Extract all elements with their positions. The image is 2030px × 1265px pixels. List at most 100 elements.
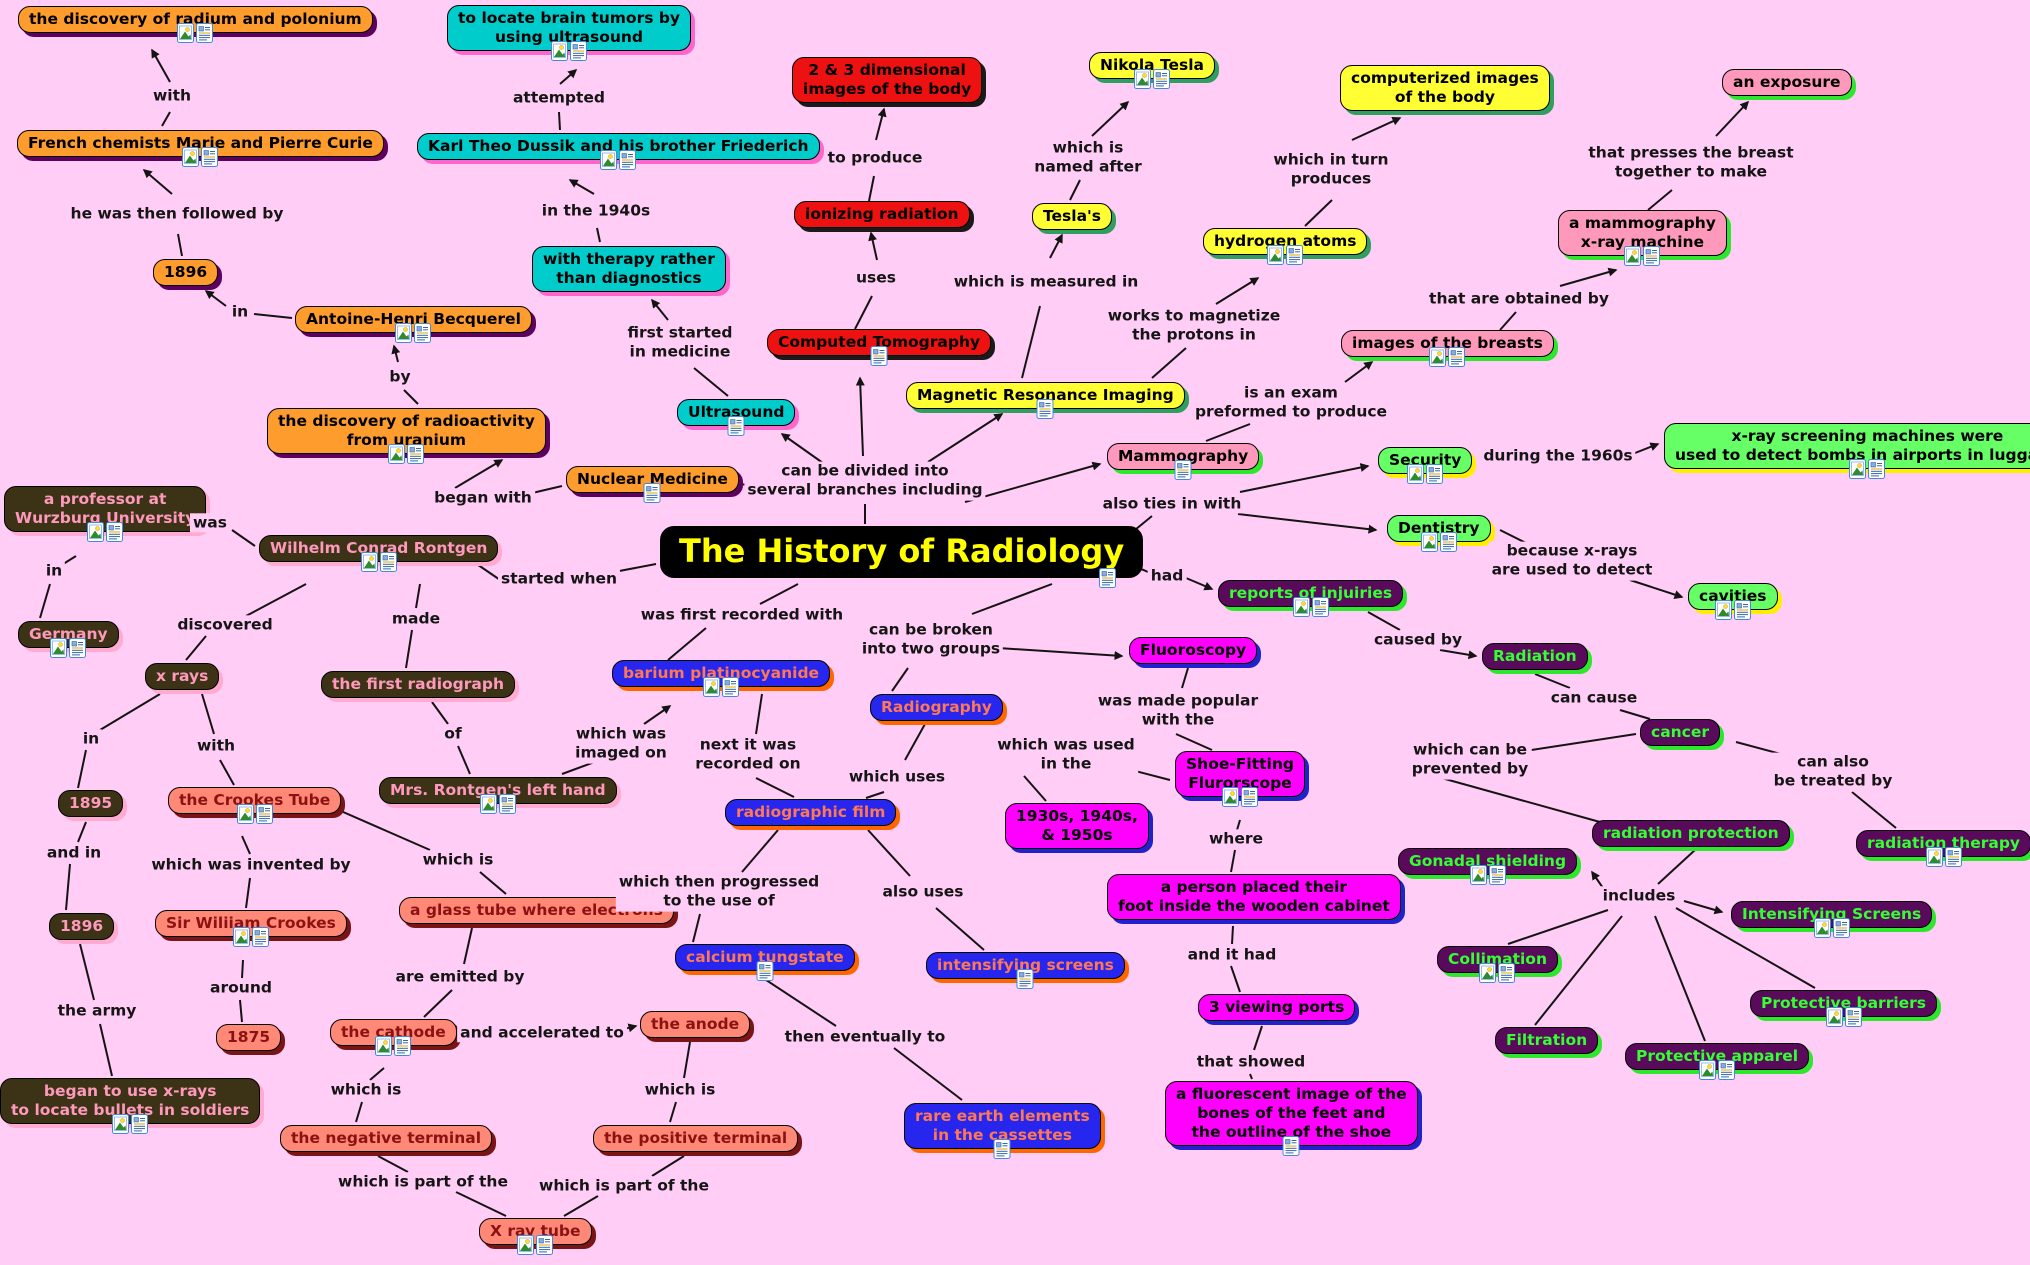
concept-node-dentistry[interactable]: Dentistry xyxy=(1387,515,1491,552)
image-resource-icon[interactable] xyxy=(232,926,250,947)
text-resource-icon[interactable] xyxy=(536,1234,554,1255)
image-resource-icon[interactable] xyxy=(1699,1059,1717,1080)
link-phrase[interactable]: in the 1940s xyxy=(538,201,654,221)
link-phrase[interactable]: caused by xyxy=(1370,630,1466,650)
text-resource-icon[interactable] xyxy=(414,322,432,343)
concept-node-xraytube[interactable]: X ray tube xyxy=(479,1218,592,1255)
concept-node-ionizing[interactable]: ionizing radiation xyxy=(794,201,970,228)
image-resource-icon[interactable] xyxy=(1469,864,1487,885)
concept-node-mammography[interactable]: Mammography xyxy=(1107,443,1260,480)
link-phrase[interactable]: with xyxy=(149,86,195,106)
concept-node-radium[interactable]: the discovery of radium and polonium xyxy=(18,6,373,43)
concept-node-y1896top[interactable]: 1896 xyxy=(153,259,219,286)
text-resource-icon[interactable] xyxy=(1868,458,1886,479)
link-phrase[interactable]: had xyxy=(1147,566,1187,586)
text-resource-icon[interactable] xyxy=(106,521,124,542)
concept-node-curie[interactable]: French chemists Marie and Pierre Curie xyxy=(17,130,384,167)
image-resource-icon[interactable] xyxy=(1714,599,1732,620)
concept-node-radfilm[interactable]: radiographic film xyxy=(725,799,897,826)
concept-node-filtration[interactable]: Filtration xyxy=(1495,1027,1599,1054)
text-resource-icon[interactable] xyxy=(1488,864,1506,885)
image-resource-icon[interactable] xyxy=(112,1113,130,1134)
concept-node-becquerel[interactable]: Antoine-Henri Becquerel xyxy=(295,306,532,343)
image-resource-icon[interactable] xyxy=(1479,962,1497,983)
link-phrase[interactable]: during the 1960s xyxy=(1480,446,1636,466)
text-resource-icon[interactable] xyxy=(1733,599,1751,620)
concept-node-titlenode[interactable]: The History of Radiology xyxy=(660,526,1144,588)
link-phrase[interactable]: attempted xyxy=(509,88,609,108)
concept-node-rontgen[interactable]: Wilhelm Conrad Rontgen xyxy=(259,535,499,572)
image-resource-icon[interactable] xyxy=(360,551,378,572)
text-resource-icon[interactable] xyxy=(756,960,774,981)
text-resource-icon[interactable] xyxy=(1439,531,1457,552)
concept-node-nuclearmed[interactable]: Nuclear Medicine xyxy=(566,466,739,503)
image-resource-icon[interactable] xyxy=(1292,596,1310,617)
concept-node-cavities[interactable]: cavities xyxy=(1688,583,1778,620)
concept-node-calcium[interactable]: calcium tungstate xyxy=(675,944,855,981)
text-resource-icon[interactable] xyxy=(498,793,516,814)
concept-node-intscreensblue[interactable]: intensifying screens xyxy=(926,952,1125,989)
text-resource-icon[interactable] xyxy=(570,40,588,61)
concept-node-radtherapy[interactable]: radiation therapy xyxy=(1856,830,2030,867)
image-resource-icon[interactable] xyxy=(703,676,721,697)
concept-node-radiation[interactable]: Radiation xyxy=(1482,643,1588,670)
concept-node-injuries[interactable]: reports of injuiries xyxy=(1218,580,1404,617)
concept-node-cancer[interactable]: cancer xyxy=(1640,719,1721,746)
concept-node-xrays[interactable]: x rays xyxy=(145,663,220,690)
image-resource-icon[interactable] xyxy=(1925,846,1943,867)
text-resource-icon[interactable] xyxy=(1240,786,1258,807)
link-phrase[interactable]: which is part of the xyxy=(536,1176,712,1196)
image-resource-icon[interactable] xyxy=(1407,463,1425,484)
text-resource-icon[interactable] xyxy=(1426,463,1444,484)
image-resource-icon[interactable] xyxy=(479,793,497,814)
link-phrase[interactable]: also uses xyxy=(879,882,967,902)
text-resource-icon[interactable] xyxy=(1944,846,1962,867)
concept-node-williamcrookes[interactable]: Sir Wiliiam Crookes xyxy=(155,910,347,947)
image-resource-icon[interactable] xyxy=(1134,68,1152,89)
text-resource-icon[interactable] xyxy=(1448,346,1466,367)
concept-node-y1895[interactable]: 1895 xyxy=(58,790,124,817)
text-resource-icon[interactable] xyxy=(1286,244,1304,265)
image-resource-icon[interactable] xyxy=(87,521,105,542)
link-phrase[interactable]: in xyxy=(228,302,252,322)
image-resource-icon[interactable] xyxy=(177,22,195,43)
concept-node-protapparel[interactable]: Protective apparel xyxy=(1625,1043,1810,1080)
link-phrase[interactable]: made xyxy=(388,609,444,629)
link-phrase[interactable]: includes xyxy=(1599,886,1679,906)
image-resource-icon[interactable] xyxy=(1624,245,1642,266)
concept-node-gonadal[interactable]: Gonadal shielding xyxy=(1398,848,1578,885)
image-resource-icon[interactable] xyxy=(236,803,254,824)
concept-node-protbarriers[interactable]: Protective barriers xyxy=(1750,990,1938,1027)
image-resource-icon[interactable] xyxy=(375,1035,393,1056)
text-resource-icon[interactable] xyxy=(993,1138,1011,1159)
image-resource-icon[interactable] xyxy=(1813,917,1831,938)
link-phrase[interactable]: which is xyxy=(327,1080,405,1100)
text-resource-icon[interactable] xyxy=(131,1113,149,1134)
image-resource-icon[interactable] xyxy=(1221,786,1239,807)
link-phrase[interactable]: discovered xyxy=(174,615,276,635)
text-resource-icon[interactable] xyxy=(69,637,87,658)
concept-node-decades[interactable]: 1930s, 1940s,& 1950s xyxy=(1005,803,1149,849)
text-resource-icon[interactable] xyxy=(201,146,219,167)
text-resource-icon[interactable] xyxy=(196,22,214,43)
text-resource-icon[interactable] xyxy=(1099,567,1117,588)
link-phrase[interactable]: with xyxy=(193,736,239,756)
text-resource-icon[interactable] xyxy=(1153,68,1171,89)
concept-node-teslas[interactable]: Tesla's xyxy=(1032,203,1112,230)
